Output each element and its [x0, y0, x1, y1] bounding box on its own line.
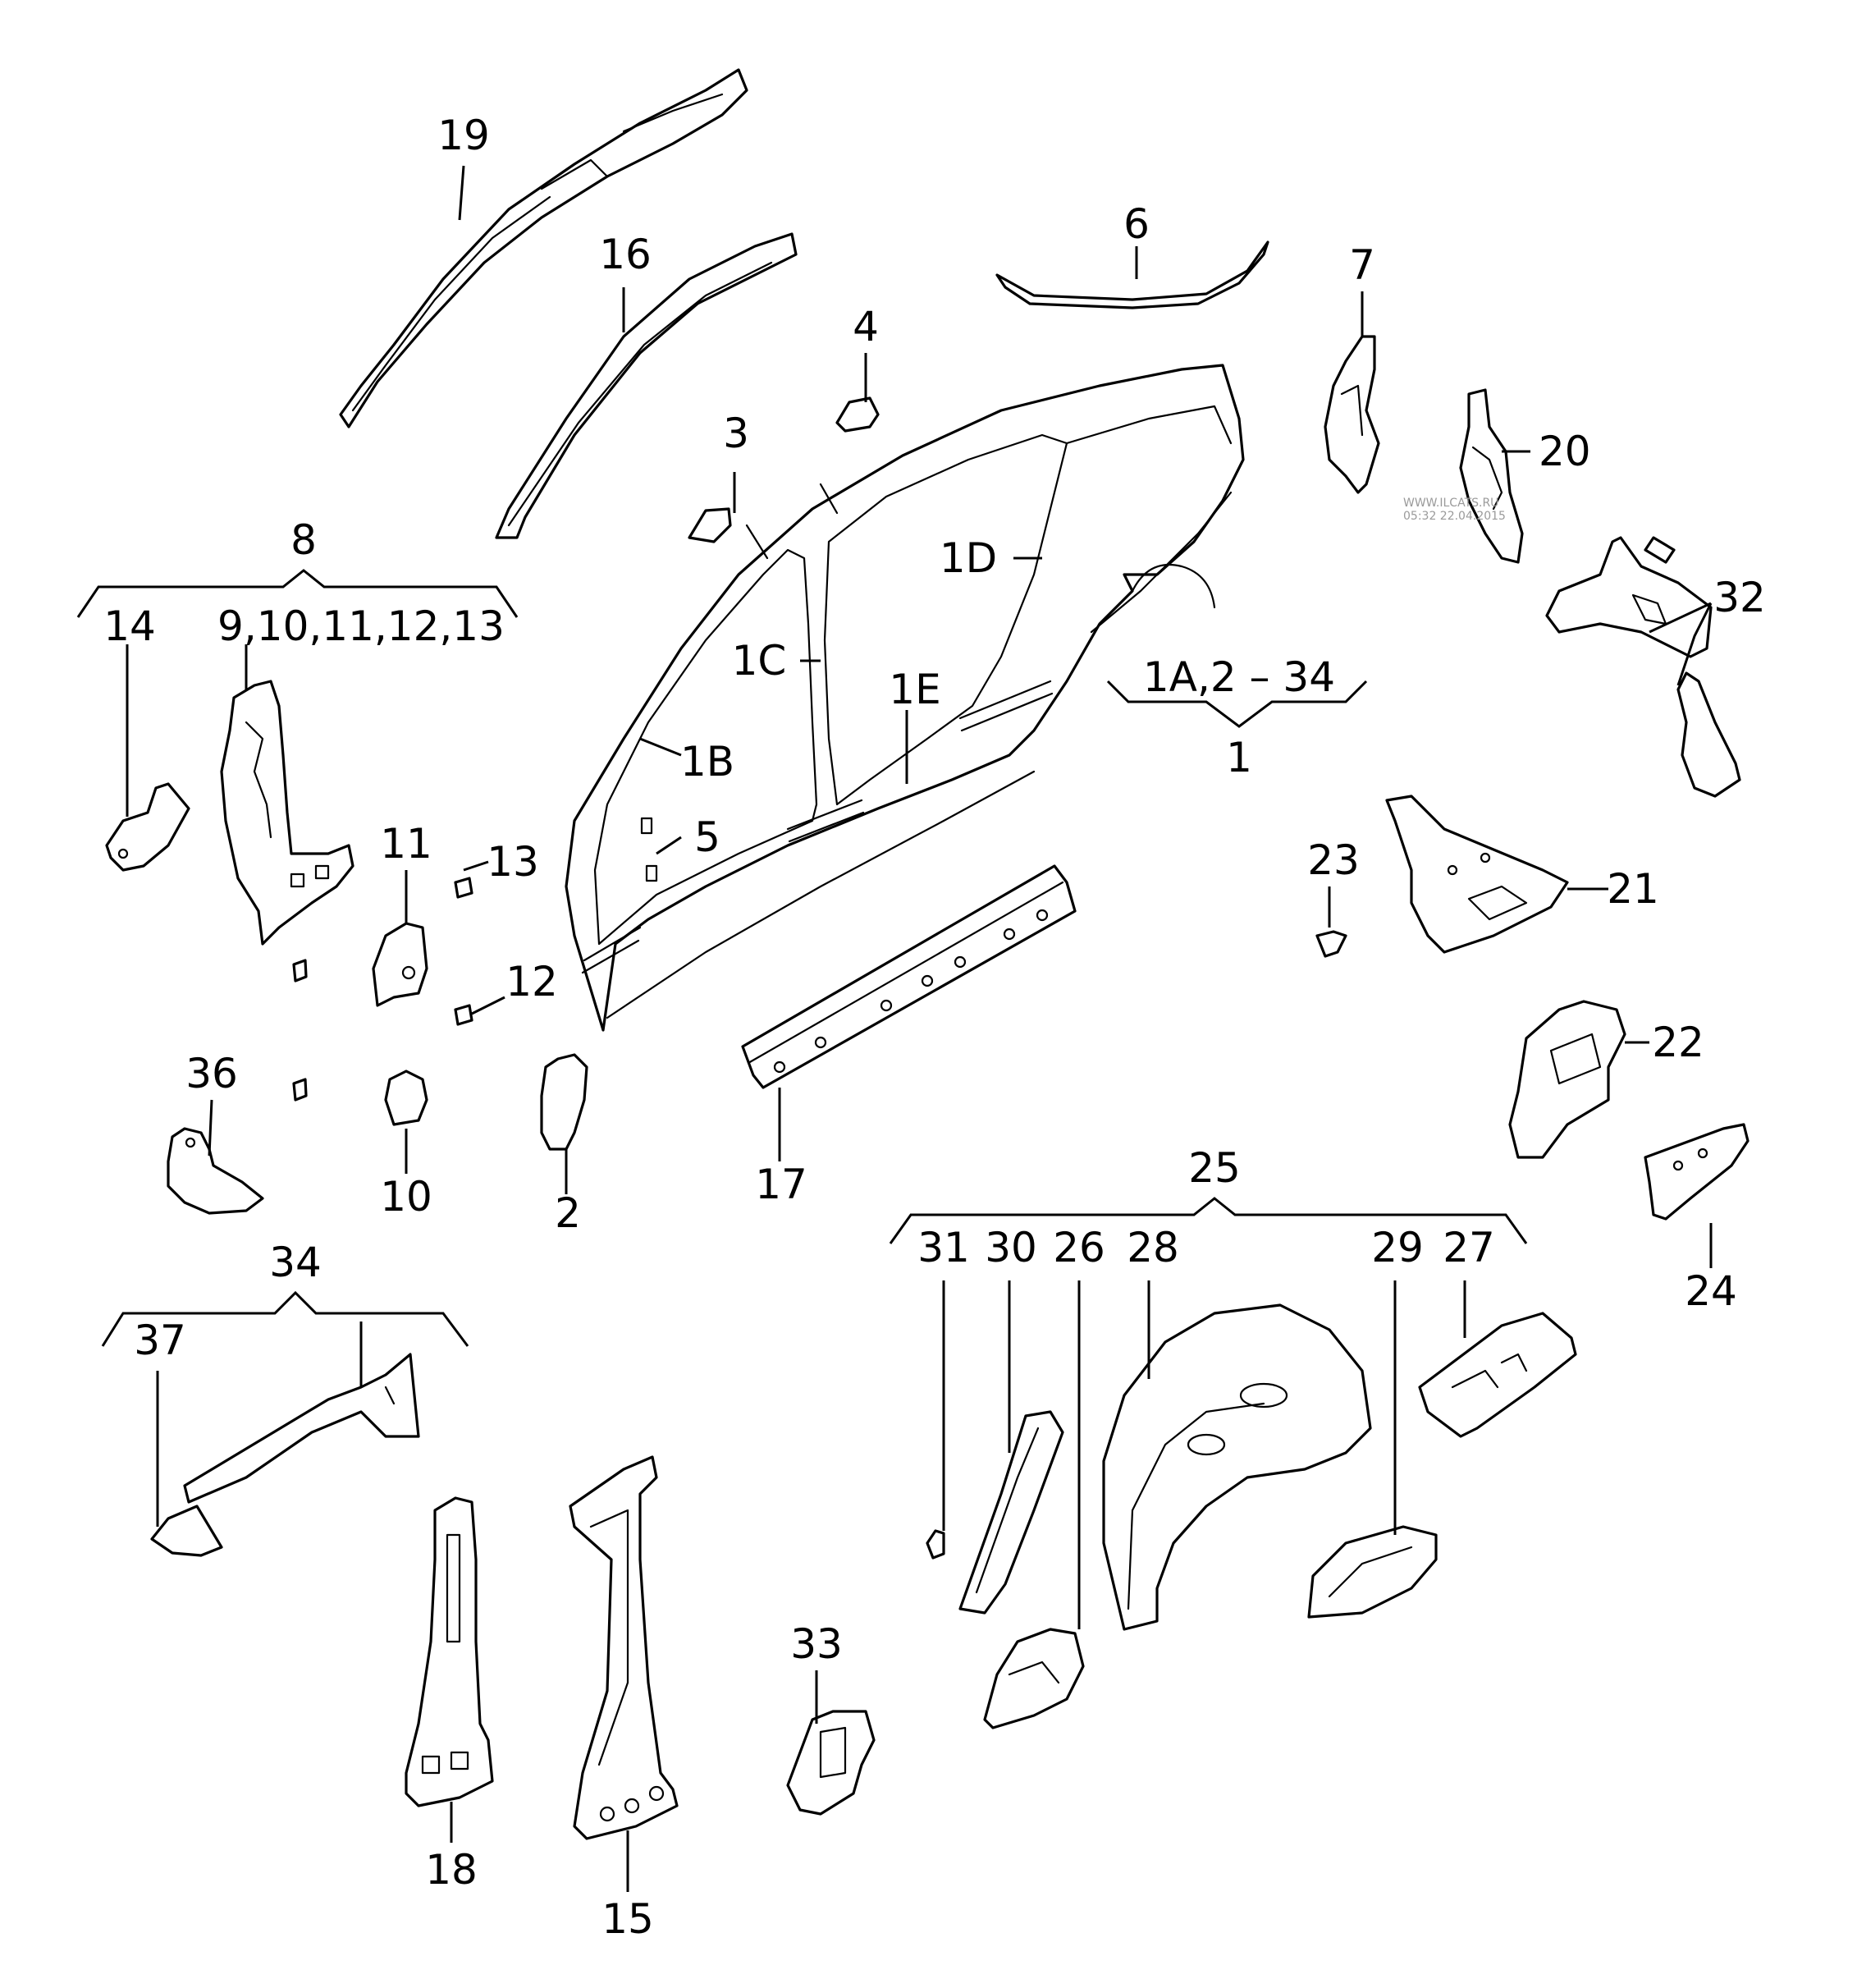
label-10: 10 [380, 1173, 432, 1221]
part-15-b-pillar[interactable] [569, 1455, 679, 1840]
part-2-bracket[interactable] [540, 1053, 588, 1151]
part-14-bracket[interactable] [105, 782, 190, 872]
label-36: 36 [185, 1050, 238, 1097]
part-32-wheelhouse-panels[interactable] [1545, 536, 1741, 798]
label-12: 12 [505, 958, 558, 1005]
label-22: 22 [1652, 1019, 1704, 1066]
part-4-bracket[interactable] [835, 396, 880, 433]
part-27-panel[interactable] [1418, 1312, 1577, 1438]
label-1C: 1C [732, 637, 787, 685]
part-10-clip[interactable] [384, 1070, 428, 1126]
part-31-clip[interactable] [926, 1529, 945, 1560]
label-20: 20 [1539, 428, 1591, 475]
part-3-reinforcement[interactable] [688, 507, 732, 543]
part-18-pillar[interactable] [405, 1496, 494, 1807]
watermark-timestamp: 05:32 22.04.2015 [1403, 510, 1506, 523]
part-19-roof-rail[interactable] [339, 68, 748, 428]
part-6-roof-strip[interactable] [995, 240, 1269, 309]
label-7: 7 [1349, 241, 1375, 289]
part-9-pillar-reinforcement[interactable] [220, 680, 354, 946]
label-9-13: 9,10,11,12,13 [217, 602, 505, 650]
part-26-bracket[interactable] [983, 1628, 1085, 1729]
label-15: 15 [601, 1895, 654, 1943]
label-2: 2 [555, 1189, 581, 1237]
part-7-bracket[interactable] [1324, 335, 1380, 494]
label-13: 13 [487, 838, 539, 886]
watermark: WWW.ILCATS.RU 05:32 22.04.2015 [1403, 497, 1506, 523]
label-5: 5 [694, 813, 720, 861]
label-1D: 1D [940, 534, 997, 582]
label-18: 18 [425, 1846, 478, 1894]
part-23-clip[interactable] [1315, 930, 1347, 958]
label-29: 29 [1371, 1224, 1424, 1271]
part-20-panel[interactable] [1459, 388, 1524, 564]
part-34-rail[interactable] [183, 1353, 420, 1504]
label-28: 28 [1127, 1224, 1179, 1271]
label-37: 37 [134, 1317, 186, 1364]
part-37-bracket[interactable] [150, 1505, 223, 1557]
label-4: 4 [853, 303, 879, 350]
label-14: 14 [103, 602, 156, 650]
part-1-side-panel[interactable] [565, 364, 1245, 1032]
part-36-bracket[interactable] [167, 1127, 264, 1215]
label-8: 8 [290, 516, 317, 564]
label-3: 3 [723, 410, 749, 457]
label-6: 6 [1123, 200, 1150, 248]
label-1B: 1B [680, 738, 734, 786]
label-1: 1 [1226, 734, 1252, 781]
part-16-a-pillar-inner[interactable] [495, 232, 798, 539]
callout-labels: 19 16 6 7 4 3 20 1D 32 8 14 9,10,11,12,1… [103, 112, 1766, 1943]
label-11: 11 [380, 820, 432, 868]
label-26: 26 [1053, 1224, 1105, 1271]
part-29-cover[interactable] [1307, 1525, 1438, 1619]
part-28-wheelhouse[interactable] [1102, 1303, 1372, 1631]
label-17: 17 [755, 1161, 807, 1208]
watermark-site: WWW.ILCATS.RU [1403, 497, 1498, 510]
part-33-bracket[interactable] [786, 1710, 876, 1816]
label-1E: 1E [889, 666, 940, 713]
label-21: 21 [1607, 865, 1659, 913]
label-1A-34: 1A,2 – 34 [1143, 653, 1335, 701]
part-22-panel[interactable] [1508, 1000, 1626, 1159]
part-small-plates[interactable] [292, 877, 473, 1102]
part-30-strip[interactable] [958, 1410, 1064, 1615]
label-27: 27 [1443, 1224, 1495, 1271]
part-24-panel[interactable] [1644, 1123, 1750, 1221]
label-30: 30 [985, 1224, 1037, 1271]
label-32: 32 [1713, 574, 1766, 621]
label-24: 24 [1685, 1267, 1737, 1315]
label-25: 25 [1188, 1144, 1241, 1192]
part-21-floor-panel[interactable] [1385, 795, 1569, 954]
label-34: 34 [269, 1239, 322, 1286]
group-braces [76, 569, 1528, 1347]
label-16: 16 [599, 231, 652, 278]
part-17-sill-reinforcement[interactable] [741, 864, 1077, 1089]
label-19: 19 [437, 112, 490, 159]
part-11-bracket[interactable] [372, 922, 428, 1007]
label-33: 33 [790, 1620, 843, 1668]
label-23: 23 [1307, 836, 1360, 884]
label-31: 31 [917, 1224, 970, 1271]
leader-lines [126, 165, 1713, 1892]
